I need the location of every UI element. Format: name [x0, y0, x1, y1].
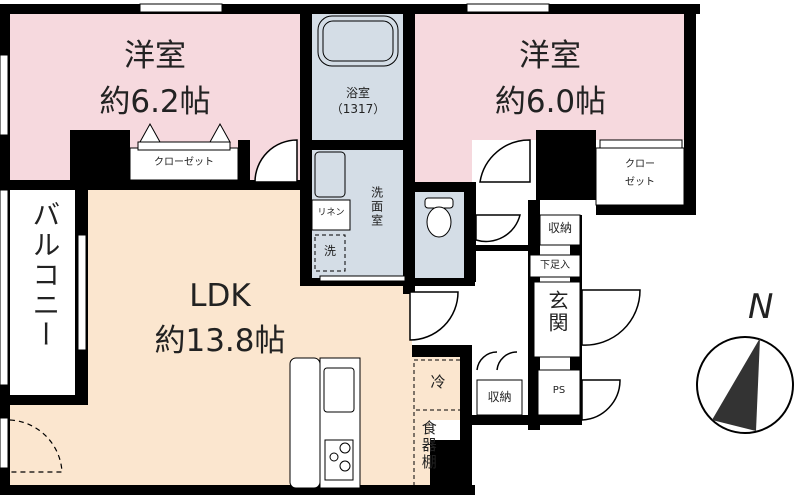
western-room-2-size: 約6.0帖 — [494, 84, 607, 120]
bathroom-name: 浴室 — [345, 86, 370, 100]
western-room-2-fill — [412, 12, 684, 140]
compass-needle-icon — [712, 338, 760, 431]
ldk-name: LDK — [189, 278, 251, 314]
closet-2-label-line1: クロー — [625, 159, 655, 170]
bathroom-size: （1317） — [330, 102, 386, 116]
shoe-box-label: 下足入 — [540, 260, 570, 271]
washroom-name: 洗面室 — [369, 186, 384, 228]
storage-2-label: 収納 — [487, 390, 512, 404]
washer-label: 洗 — [323, 244, 336, 258]
closet-2-label-line2: ゼット — [625, 177, 655, 188]
closet-1-label: クローゼット — [154, 157, 214, 168]
ldk-size: 約13.8帖 — [154, 323, 286, 359]
fridge-label: 冷 — [430, 373, 446, 391]
cupboard-label: 食器棚 — [419, 420, 438, 471]
storage-1-label: 収納 — [547, 221, 572, 235]
western-room-1-size: 約6.2帖 — [99, 84, 211, 120]
western-room-2-name: 洋室 — [519, 38, 581, 74]
ps-label: PS — [552, 385, 566, 396]
linen-label: リネン — [317, 208, 345, 218]
entrance-name: 玄関 — [545, 290, 569, 334]
western-room-1-name: 洋室 — [124, 38, 186, 74]
compass-north-label: N — [748, 287, 774, 327]
balcony-name: バルコニー — [28, 200, 62, 350]
